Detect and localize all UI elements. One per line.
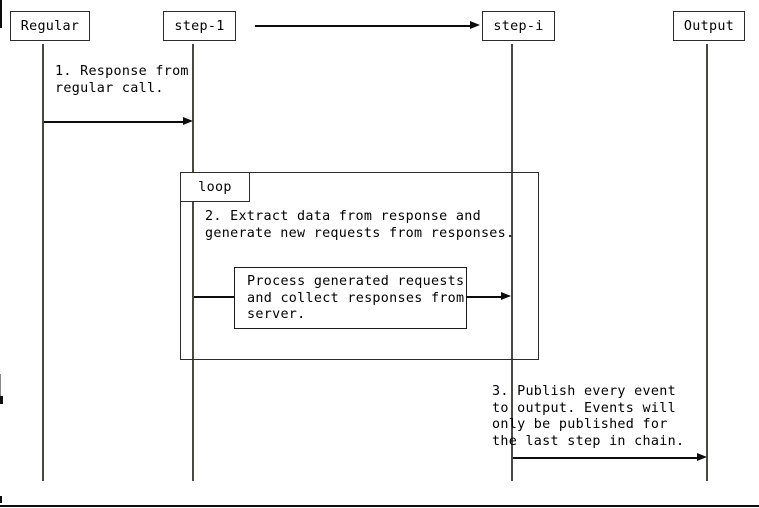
process-connector-arrowhead-icon [501,292,511,301]
lifeline-regular [42,44,44,481]
chain-continuation-arrow-line [255,25,470,27]
left-edge-artifact-middle [0,374,1,397]
message-2-text: 2. Extract data from response and genera… [205,209,515,241]
loop-label: loop [198,179,232,195]
message-1-text: 1. Response from regular call. [55,64,189,96]
participant-box-output: Output [673,11,745,41]
lifeline-step-1 [192,44,194,481]
loop-frame [180,172,539,360]
message-3-text: 3. Publish every event to output. Events… [492,384,685,449]
process-connector-left-line [194,296,234,298]
participant-box-regular: Regular [10,11,90,41]
participant-box-step-i: step-i [482,11,555,41]
left-edge-artifact-top [0,0,2,28]
participant-label-regular: Regular [20,18,80,34]
process-box: Process generated requests and collect r… [234,267,467,329]
participant-box-step-1: step-1 [163,11,236,41]
lifeline-step-i [511,44,513,481]
loop-label-box: loop [180,172,250,202]
message-1-arrowhead-icon [183,117,193,126]
participant-label-step-i: step-i [493,18,544,34]
process-connector-right-line [466,296,502,298]
message-1-arrow-line [44,121,183,123]
message-3-arrow-line [513,457,697,459]
bottom-border-line [0,505,759,507]
lifeline-output [706,44,708,481]
message-3-arrowhead-icon [697,453,707,462]
participant-label-output: Output [683,18,735,34]
participant-label-step-1: step-1 [174,18,225,34]
left-edge-artifact-bottom [0,496,2,503]
chain-continuation-arrowhead-icon [470,21,480,30]
left-edge-artifact-bracket [0,396,3,404]
